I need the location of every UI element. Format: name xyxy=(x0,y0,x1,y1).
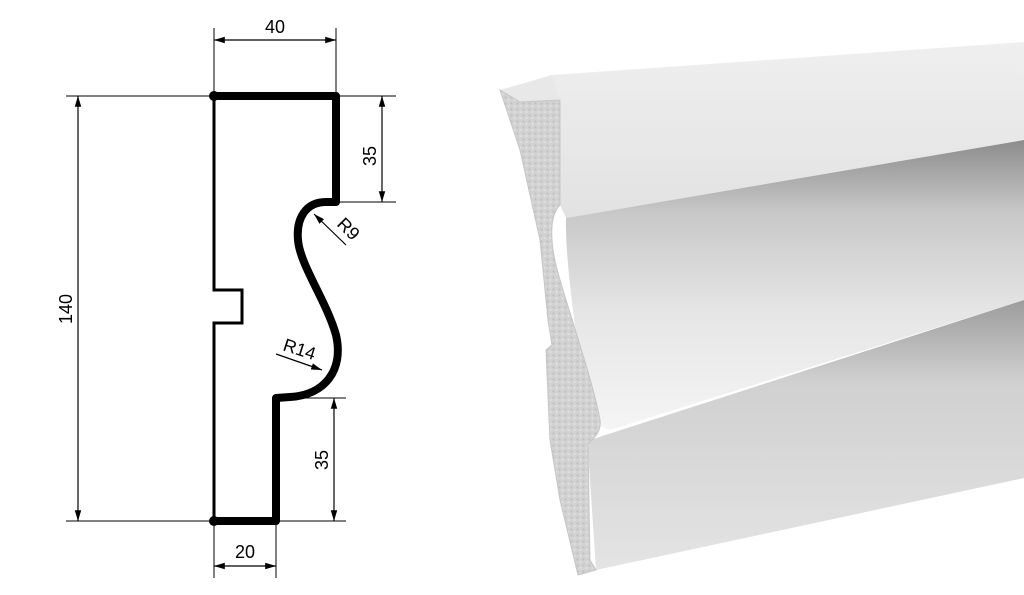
moulding-render xyxy=(499,42,1024,576)
dim-top-step: 35 xyxy=(360,146,380,166)
profile-outline-thick xyxy=(214,92,342,525)
render-bottom-face xyxy=(588,300,1024,570)
profile-outline-thin xyxy=(212,96,244,521)
render-top-face xyxy=(552,42,1024,218)
dim-bottom-step: 35 xyxy=(312,450,332,470)
render-end-cap xyxy=(499,88,601,576)
dimension-lines xyxy=(74,36,386,570)
profile-drawing: 40 140 35 35 20 R9 R14 xyxy=(56,17,396,578)
dim-height-total: 140 xyxy=(56,294,76,324)
render-top-lip xyxy=(500,75,560,102)
render-cove-face xyxy=(565,140,1024,430)
dim-radius-lower: R14 xyxy=(281,335,319,364)
dim-width-bottom: 20 xyxy=(235,542,255,562)
dim-width-top: 40 xyxy=(265,17,285,37)
extension-lines xyxy=(66,28,396,578)
dim-radius-upper: R9 xyxy=(333,214,363,244)
